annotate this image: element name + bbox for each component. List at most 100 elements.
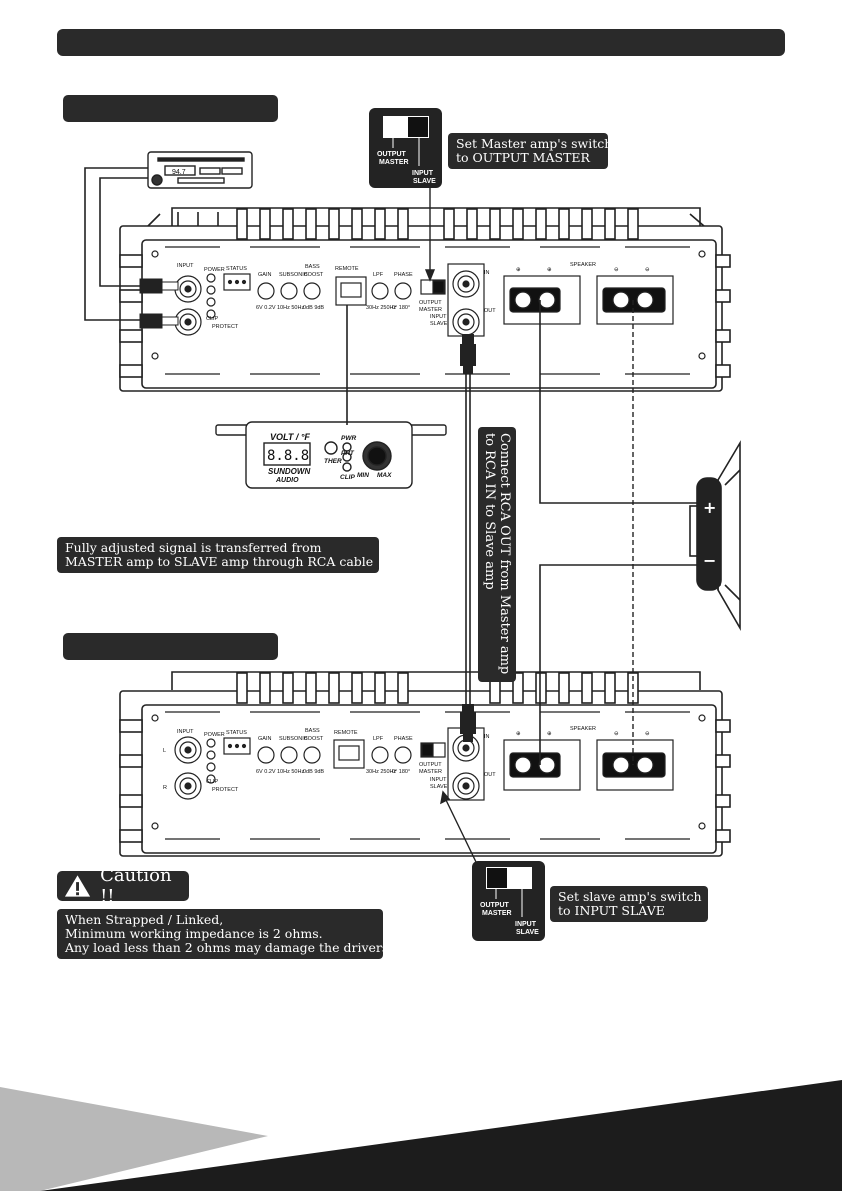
callout-line: MASTER amp to SLAVE amp through RCA cabl… [65,554,374,569]
svg-text:SUBSONIC: SUBSONIC [279,736,308,742]
svg-text:SLAVE: SLAVE [430,784,448,790]
caution-badge: Caution !! [57,865,189,907]
svg-text:REMOTE: REMOTE [334,730,358,736]
header-bar [57,29,785,56]
slave-output-label: OUTPUT [480,902,510,909]
svg-text:30Hz 250Hz: 30Hz 250Hz [366,769,397,775]
master-amp-labels: INPUT POWER STATUS GAIN SUBSONIC BASS BO… [177,262,650,330]
slave-switch-callout: Set slave amp's switch to INPUT SLAVE [550,886,708,922]
svg-text:10Hz 50Hz: 10Hz 50Hz [277,769,304,775]
svg-text:INPUT: INPUT [177,263,194,269]
switch-toggle-master [408,117,428,137]
footer-dark-shape [0,1080,842,1191]
svg-text:PHASE: PHASE [394,736,413,742]
svg-text:CLIP: CLIP [206,316,219,322]
svg-text:IN: IN [484,270,490,276]
svg-text:0° 180°: 0° 180° [392,769,410,775]
warning-line: When Strapped / Linked, [65,912,224,927]
rca-connect-callout: Connect RCA OUT from Master amp to RCA I… [478,427,516,682]
svg-text:INPUT: INPUT [430,314,447,320]
warning-triangle-icon [64,875,91,897]
svg-text:R: R [163,785,167,791]
svg-text:PROTECT: PROTECT [212,324,239,330]
signal-transfer-callout: Fully adjusted signal is transferred fro… [57,537,379,573]
rca-link-plugs [460,334,476,742]
switch-slot [486,867,532,889]
callout-line: to RCA IN to Slave amp [482,433,497,590]
remote-brand-2: AUDIO [275,477,299,484]
svg-text:BOOST: BOOST [304,736,324,742]
master-amp-heatsink [147,207,705,230]
svg-text:⊕: ⊕ [547,267,552,273]
svg-text:SPEAKER: SPEAKER [570,262,596,268]
remote-digits: 8.8.8 [267,448,309,464]
svg-text:BASS: BASS [305,264,320,270]
switch-toggle-slave [487,868,507,888]
impedance-warning: When Strapped / Linked, Minimum working … [57,909,392,959]
svg-text:⊖: ⊖ [645,267,650,273]
svg-text:⊕: ⊕ [547,731,552,737]
svg-text:⊖: ⊖ [645,731,650,737]
svg-text:PHASE: PHASE [394,272,413,278]
switch-slot [383,116,429,138]
subwoofer-speaker [689,440,741,631]
footer-gray-shape [0,1087,268,1191]
svg-text:OUT: OUT [484,772,496,778]
caution-label: Caution !! [100,865,172,907]
svg-text:OUT: OUT [484,308,496,314]
speaker-minus-label: − [703,551,716,570]
remote-min: MIN [357,472,369,479]
svg-text:GAIN: GAIN [258,272,271,278]
svg-text:OUTPUT: OUTPUT [419,762,442,768]
svg-text:LPF: LPF [373,272,384,278]
input-rca-plugs [139,278,179,329]
svg-text:0dB 9dB: 0dB 9dB [303,769,324,775]
speaker-plus-label: + [703,498,716,517]
svg-text:INPUT: INPUT [430,777,447,783]
remote-controller [215,421,447,489]
svg-text:INPUT: INPUT [177,729,194,735]
slave-input-label: INPUT [515,921,537,928]
slave-switch-box: OUTPUT MASTER INPUT SLAVE [472,861,545,941]
rca-link-cable [465,370,471,710]
remote-brand-1: SUNDOWN [268,467,310,476]
svg-text:REMOTE: REMOTE [335,266,359,272]
remote-clip: CLIP [340,474,355,481]
remote-max: MAX [377,472,392,479]
callout-line: to OUTPUT MASTER [456,150,590,165]
remote-ther: THER [324,458,342,465]
svg-text:STATUS: STATUS [226,266,247,272]
callout-line: Fully adjusted signal is transferred fro… [65,540,322,555]
svg-text:6V 0.2V: 6V 0.2V [256,305,276,311]
svg-text:⊕: ⊕ [516,731,521,737]
master-switch-box: OUTPUT MASTER INPUT SLAVE [369,108,442,188]
svg-text:OUTPUT: OUTPUT [419,300,442,306]
svg-text:SPEAKER: SPEAKER [570,726,596,732]
svg-text:POWER: POWER [204,267,225,273]
remote-prt: PRT [341,450,355,457]
svg-text:BASS: BASS [305,728,320,734]
remote-volt-label: VOLT / °F [270,432,310,442]
svg-text:⊕: ⊕ [516,267,521,273]
callout-line: Set slave amp's switch [558,889,702,904]
svg-text:GAIN: GAIN [258,736,271,742]
svg-text:SLAVE: SLAVE [430,321,448,327]
master-output-label: OUTPUT [377,151,407,158]
svg-text:0dB 9dB: 0dB 9dB [303,305,324,311]
head-unit [147,151,253,189]
slave-slave-label: SLAVE [516,929,539,936]
master-slave-label: SLAVE [413,178,436,185]
callout-line: Connect RCA OUT from Master amp [497,433,512,675]
svg-text:10Hz 50Hz: 10Hz 50Hz [277,305,304,311]
callout-line: to INPUT SLAVE [558,903,665,918]
slave-master-label: MASTER [482,910,512,917]
svg-text:IN: IN [484,734,490,740]
svg-text:SUBSONIC: SUBSONIC [279,272,308,278]
svg-text:MASTER: MASTER [419,307,442,313]
callout-arrows [424,188,477,863]
svg-text:BOOST: BOOST [304,272,324,278]
svg-text:POWER: POWER [204,732,225,738]
master-master-label: MASTER [379,159,409,166]
svg-text:30Hz 250Hz: 30Hz 250Hz [366,305,397,311]
